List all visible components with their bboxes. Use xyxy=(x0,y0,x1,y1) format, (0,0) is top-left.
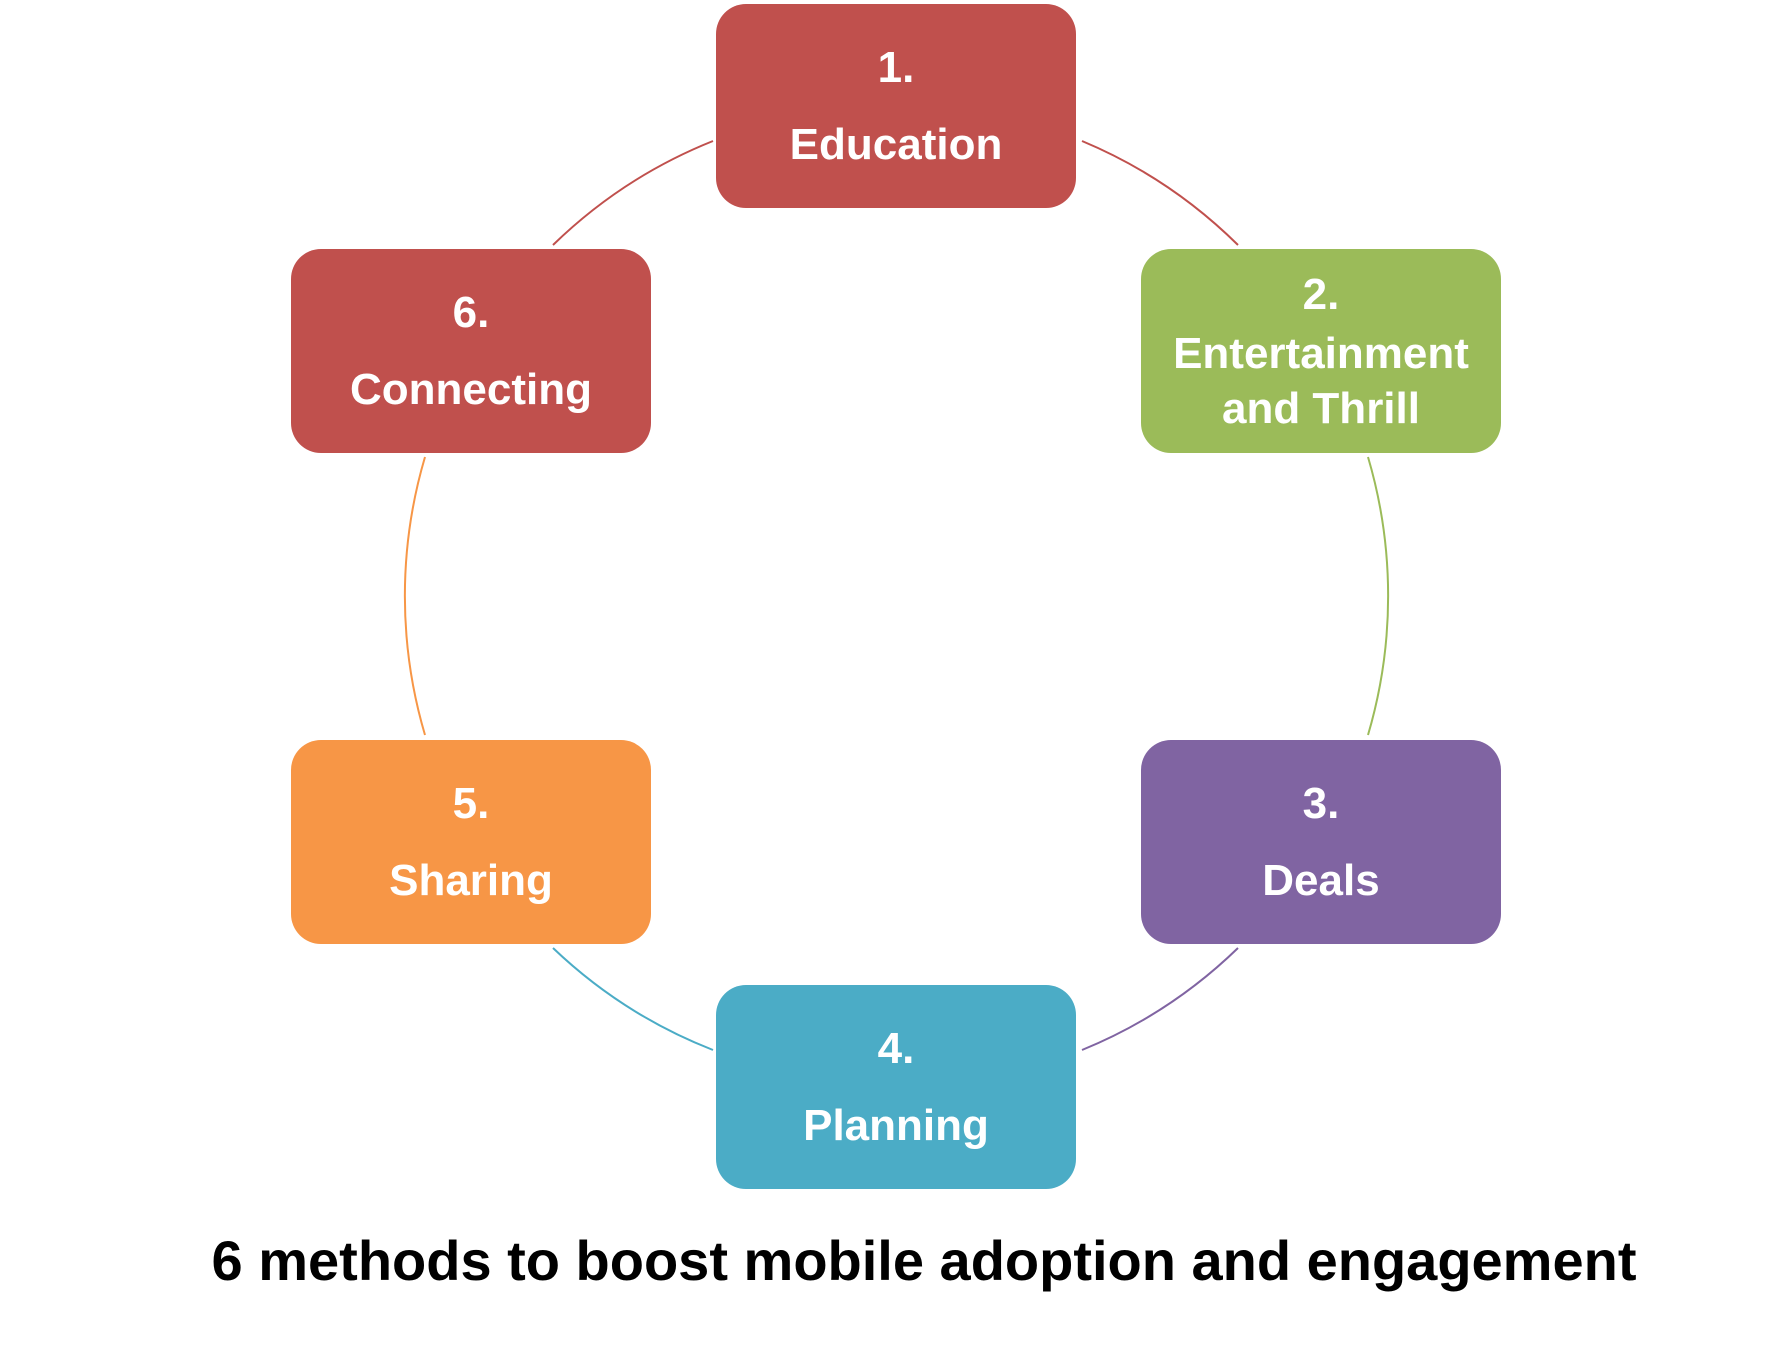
node-number: 1. xyxy=(877,43,915,92)
node-number: 5. xyxy=(452,779,490,828)
node-label: Deals xyxy=(1262,856,1380,905)
connector-3-4 xyxy=(1081,947,1239,1051)
node-deals: 3. Deals xyxy=(1141,740,1501,944)
connector-4-5 xyxy=(552,947,714,1051)
node-entertainment-and-thrill: 2. Entertainment and Thrill xyxy=(1141,249,1501,453)
node-label: Planning xyxy=(803,1101,989,1150)
node-label: Sharing xyxy=(389,856,553,905)
node-label: Connecting xyxy=(350,365,592,414)
node-number: 4. xyxy=(877,1024,915,1073)
node-label: Entertainment and Thrill xyxy=(1173,328,1469,433)
node-number: 3. xyxy=(1302,779,1340,828)
connector-1-2 xyxy=(1081,140,1239,246)
node-education: 1. Education xyxy=(716,4,1076,208)
node-number: 2. xyxy=(1302,269,1340,319)
node-planning: 4. Planning xyxy=(716,985,1076,1189)
connector-5-6 xyxy=(403,456,426,736)
connector-6-1 xyxy=(552,140,714,246)
connector-2-3 xyxy=(1367,456,1390,736)
node-number: 6. xyxy=(452,288,490,337)
node-label: Education xyxy=(789,120,1003,169)
node-sharing: 5. Sharing xyxy=(291,740,651,944)
diagram-caption: 6 methods to boost mobile adoption and e… xyxy=(211,1229,1637,1292)
node-connecting: 6. Connecting xyxy=(291,249,651,453)
